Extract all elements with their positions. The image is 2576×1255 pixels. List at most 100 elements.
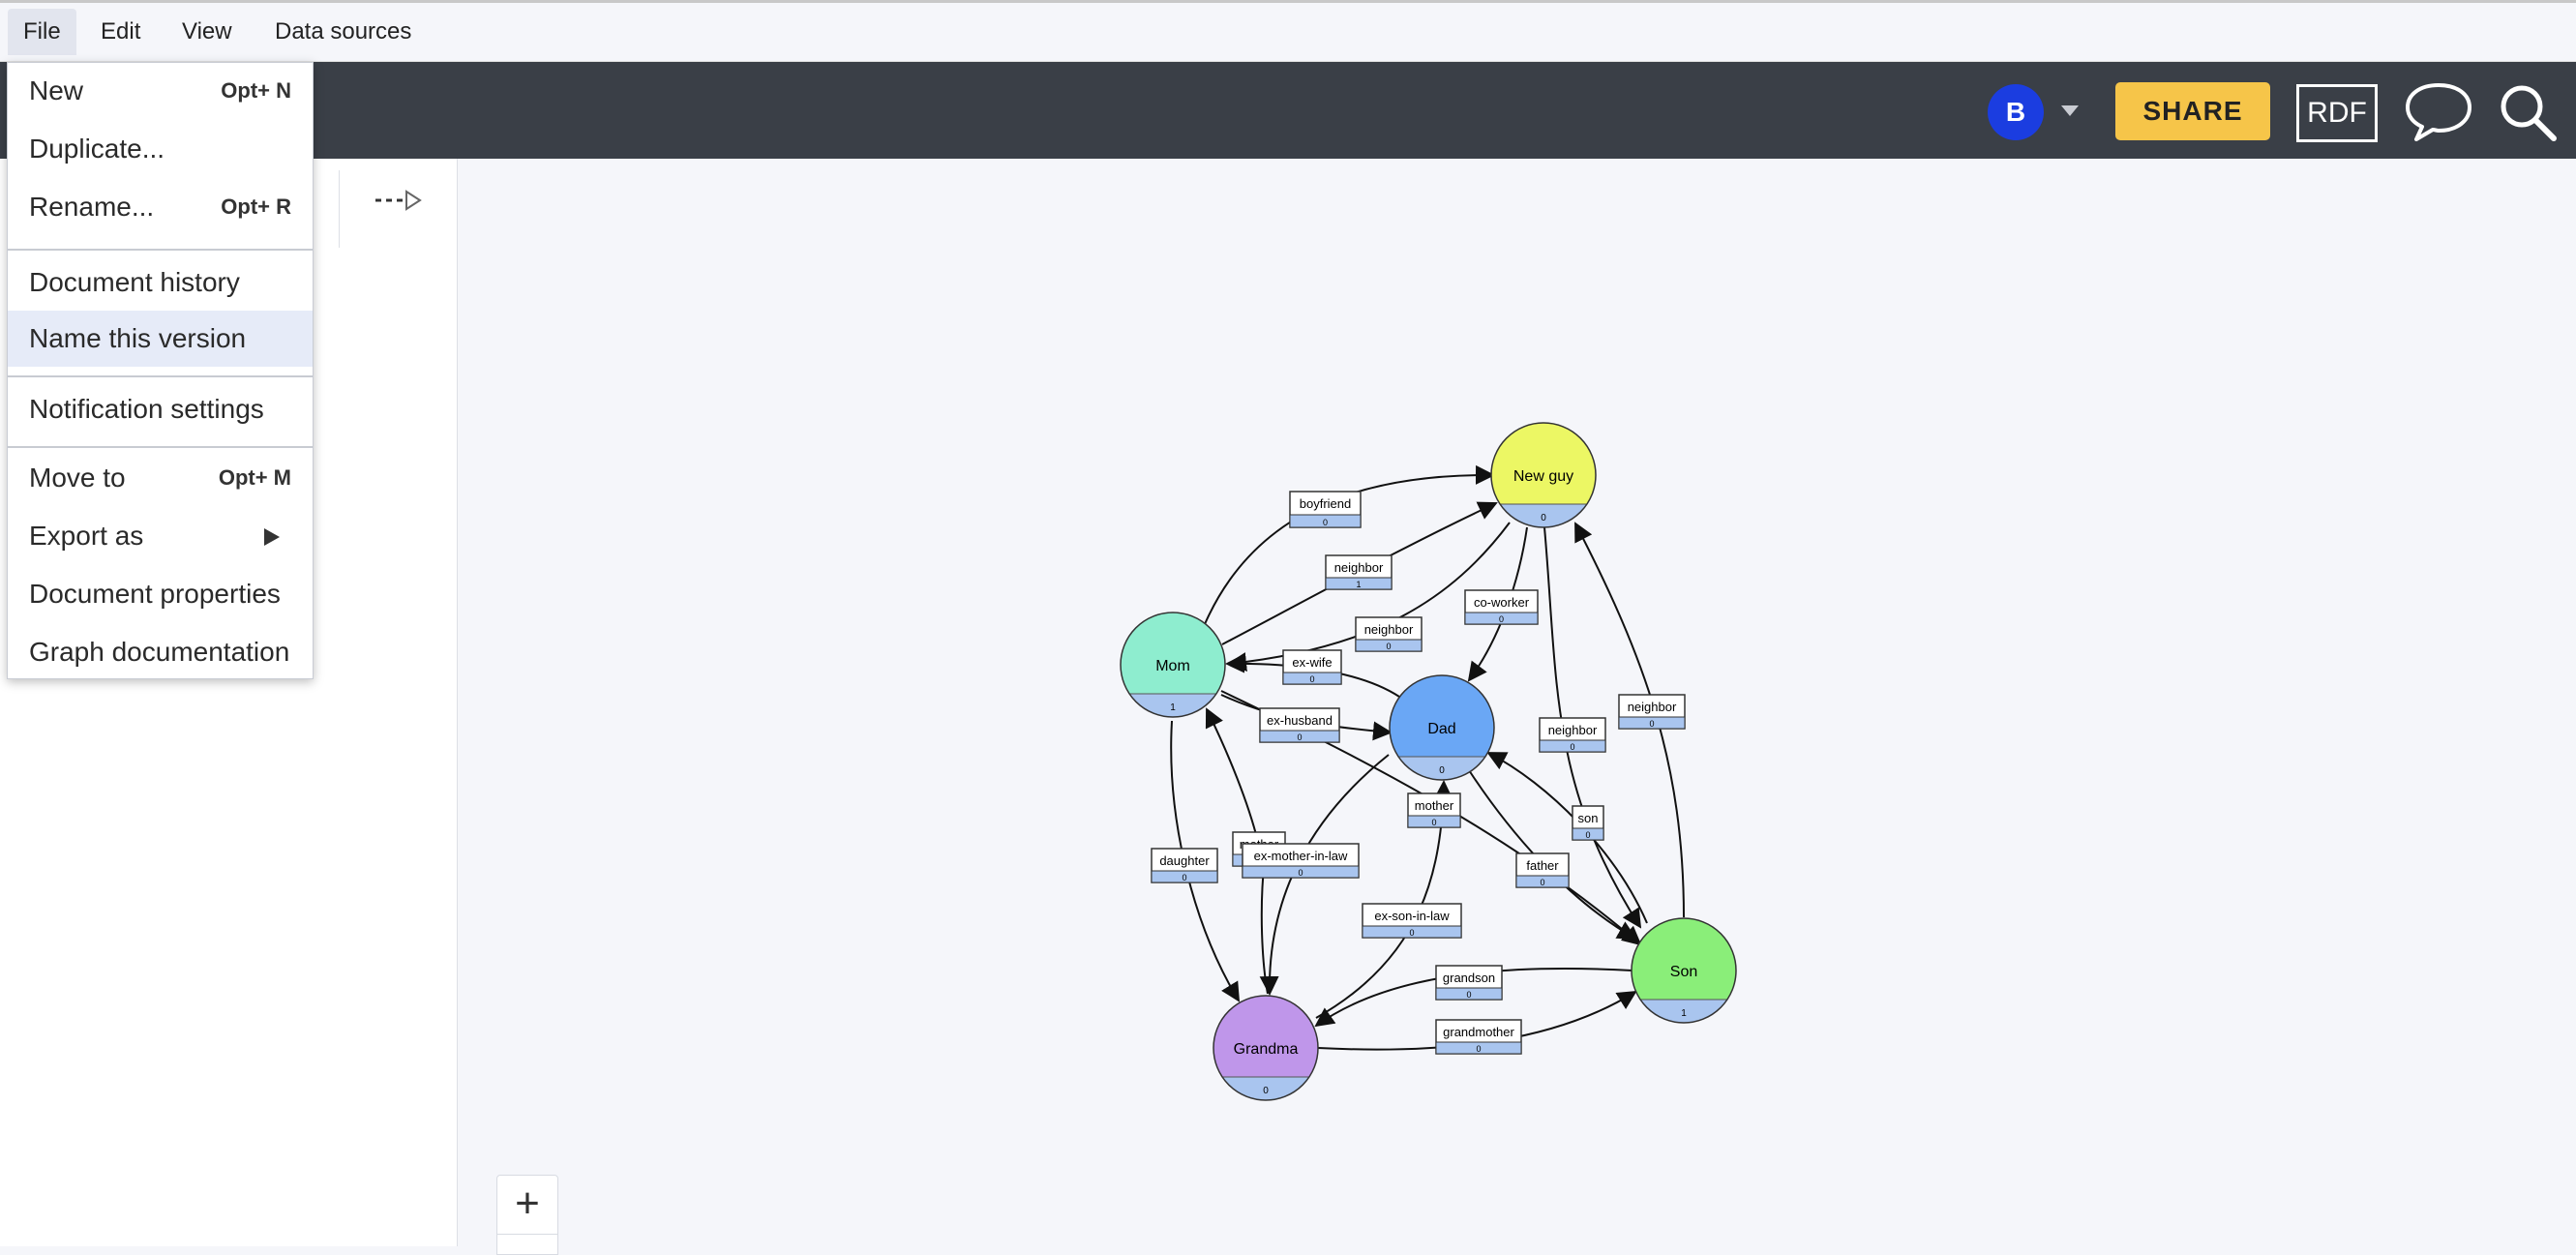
edge-count-text: 0 [1476, 1044, 1481, 1054]
edge-label-text: daughter [1159, 853, 1210, 868]
edge-label-text: grandson [1443, 971, 1495, 985]
edge-label-neighbor[interactable]: neighbor 0 [1618, 694, 1686, 730]
menu-item-document-history[interactable]: Document history [8, 254, 313, 311]
avatar-dropdown-caret-icon[interactable] [2061, 105, 2079, 116]
edge-label-text: father [1526, 858, 1559, 873]
menu-item-label: Rename... [29, 192, 155, 222]
node-count: 0 [1541, 513, 1546, 523]
menu-item-label: Document properties [29, 579, 281, 609]
node-label: Son [1670, 964, 1697, 980]
node-dad[interactable]: Dad 0 [1389, 674, 1495, 786]
rdf-button[interactable]: RDF [2296, 84, 2378, 142]
zoom-in-button[interactable]: + [496, 1175, 558, 1235]
edge-count-text: 0 [1540, 878, 1544, 887]
menu-view[interactable]: View [182, 18, 232, 45]
edge-label-neighbor[interactable]: neighbor 0 [1355, 616, 1423, 652]
edge-label-co-worker[interactable]: co-worker 0 [1464, 589, 1539, 625]
node-label: Mom [1155, 658, 1190, 674]
node-label: New guy [1513, 468, 1573, 485]
edge-label-text: ex-husband [1267, 713, 1333, 728]
node-son[interactable]: Son 1 [1631, 917, 1737, 1029]
edge-count-text: 0 [1570, 742, 1574, 752]
menu-edit[interactable]: Edit [101, 18, 141, 45]
menu-item-new[interactable]: New Opt+ N [8, 63, 313, 119]
menu-item-label: Document history [29, 267, 240, 297]
window-top-border [0, 0, 2576, 3]
edge-count-text: 0 [1466, 990, 1471, 1000]
user-avatar[interactable]: B [1988, 84, 2044, 140]
edge-label-text: ex-mother-in-law [1254, 849, 1348, 863]
menu-item-export-as[interactable]: Export as [8, 508, 313, 564]
menu-data-sources[interactable]: Data sources [275, 18, 412, 45]
menu-separator [8, 446, 313, 448]
node-mom-circle [1121, 613, 1225, 717]
menu-file[interactable]: File [8, 9, 76, 55]
edge-count-text: 0 [1499, 614, 1504, 624]
zoom-out-button[interactable] [496, 1235, 558, 1255]
edge-label-mother[interactable]: mother 0 [1407, 792, 1461, 828]
node-count: 1 [1170, 702, 1176, 713]
graph-canvas[interactable]: boyfriend 0 neighbor 1 neighbor 0 co-wor… [458, 159, 2576, 1246]
edge-label-ex-husband[interactable]: ex-husband 0 [1259, 707, 1340, 743]
node-count: 0 [1439, 765, 1445, 776]
edge-count-text: 1 [1356, 580, 1361, 589]
edge-label-neighbor[interactable]: neighbor 0 [1539, 717, 1606, 753]
menu-item-duplicate[interactable]: Duplicate... [8, 121, 313, 177]
edge-label-text: boyfriend [1300, 496, 1351, 511]
shortcut-label: Opt+ R [221, 194, 291, 219]
edge-count-text: 0 [1309, 674, 1314, 684]
edge-count-text: 0 [1649, 719, 1654, 729]
edge-label-ex-son-in-law[interactable]: ex-son-in-law 0 [1362, 903, 1462, 939]
share-button[interactable]: SHARE [2115, 82, 2270, 140]
edge-label-son[interactable]: son 0 [1572, 805, 1604, 841]
menu-item-label: Move to [29, 463, 126, 493]
comment-icon[interactable] [2404, 75, 2473, 145]
edge-count-text: 0 [1409, 928, 1414, 938]
edge-label-neighbor[interactable]: neighbor 1 [1325, 554, 1393, 590]
menu-item-rename[interactable]: Rename... Opt+ R [8, 179, 313, 235]
menu-item-move-to[interactable]: Move to Opt+ M [8, 450, 313, 506]
shortcut-label: Opt+ M [218, 465, 291, 490]
edge-mother2-line[interactable] [1205, 707, 1259, 843]
node-mom[interactable]: Mom 1 [1120, 612, 1226, 723]
edge-count-text: 0 [1182, 873, 1186, 882]
file-menu-dropdown: New Opt+ N Duplicate... Rename... Opt+ R… [7, 62, 314, 679]
edge-label-text: neighbor [1334, 560, 1384, 575]
edge-count-text: 0 [1323, 518, 1328, 527]
edge-label-father[interactable]: father 0 [1515, 852, 1570, 888]
graph-svg[interactable]: boyfriend 0 neighbor 1 neighbor 0 co-wor… [458, 159, 2576, 1246]
panel-divider [339, 170, 340, 248]
edge-label-text: co-worker [1474, 595, 1530, 610]
menu-item-graph-documentation[interactable]: Graph documentation [8, 624, 313, 680]
edge-label-ex-mother-in-law[interactable]: ex-mother-in-law 0 [1242, 843, 1360, 879]
menu-item-label: New [29, 75, 84, 105]
menu-item-name-this-version[interactable]: Name this version [8, 311, 313, 367]
edge-label-text: mother [1415, 798, 1454, 813]
menu-item-notification-settings[interactable]: Notification settings [8, 381, 313, 437]
node-label: Dad [1427, 721, 1455, 737]
menu-bar: File Edit View Data sources [0, 3, 2576, 62]
top-toolbar: B SHARE RDF [0, 62, 2576, 159]
dashed-edge-tool-icon[interactable] [374, 184, 432, 217]
edge-label-text: son [1578, 811, 1599, 825]
search-icon[interactable] [2497, 81, 2559, 143]
edge-label-daughter[interactable]: daughter 0 [1151, 848, 1218, 883]
edge-label-ex-wife[interactable]: ex-wife 0 [1282, 649, 1342, 685]
node-count: 0 [1263, 1086, 1269, 1096]
edge-count-text: 0 [1585, 830, 1590, 840]
node-new-guy[interactable]: New guy 0 [1490, 422, 1597, 533]
edge-label-text: neighbor [1628, 700, 1677, 714]
shortcut-label: Opt+ N [221, 78, 291, 103]
node-grandma[interactable]: Grandma 0 [1213, 995, 1319, 1106]
edge-label-grandson[interactable]: grandson 0 [1435, 965, 1503, 1001]
edge-label-grandmother[interactable]: grandmother 0 [1435, 1019, 1522, 1055]
edge-label-text: neighbor [1548, 723, 1598, 737]
edge-count-text: 0 [1297, 732, 1302, 742]
menu-item-document-properties[interactable]: Document properties [8, 566, 313, 622]
edge-label-text: grandmother [1443, 1025, 1514, 1039]
menu-item-label: Graph documentation [29, 637, 290, 667]
menu-item-label: Duplicate... [29, 134, 165, 164]
edge-count-text: 0 [1298, 868, 1303, 878]
node-label: Grandma [1234, 1041, 1299, 1058]
edge-label-boyfriend[interactable]: boyfriend 0 [1289, 491, 1362, 528]
